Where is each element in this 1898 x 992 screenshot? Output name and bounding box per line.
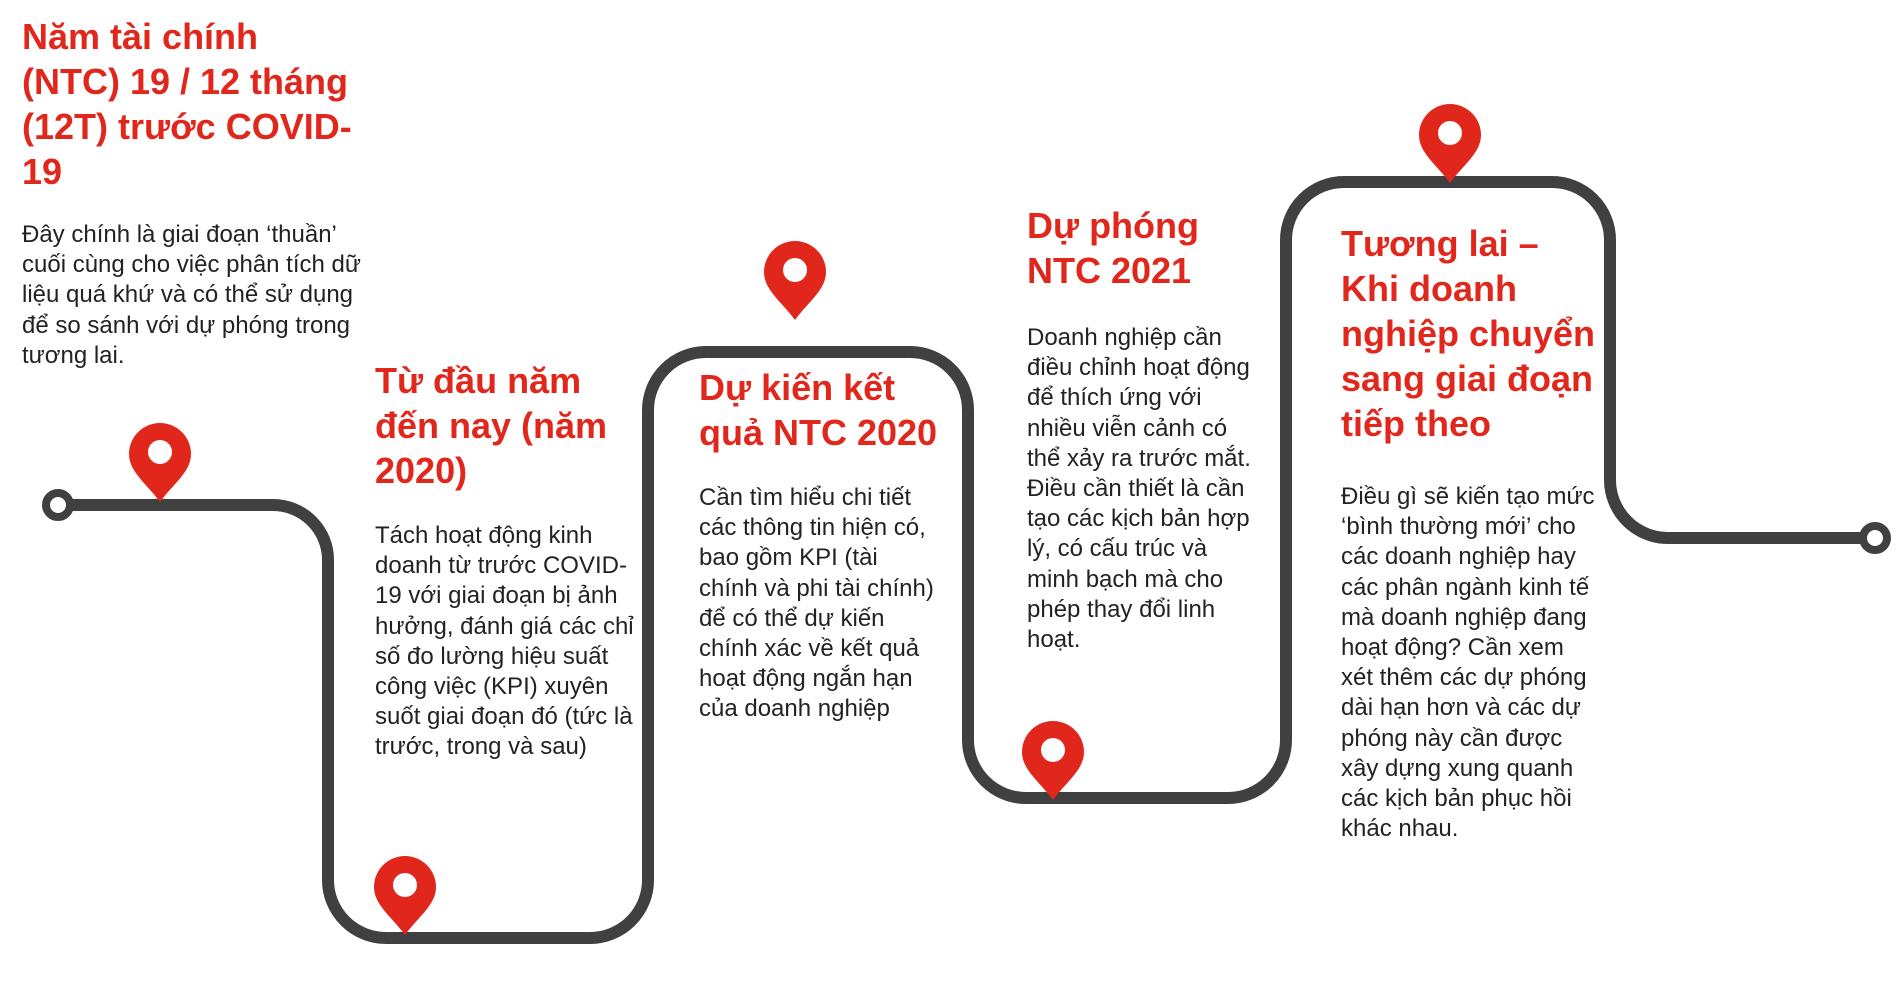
stage-1: Năm tài chính (NTC) 19 / 12 tháng (12T) … [22,14,362,371]
stage-3-title: Dự kiến kết quả NTC 2020 [699,367,938,453]
stage-4-body: Doanh nghiệp cần điều chỉnh hoạt động để… [1027,324,1251,654]
stage-5-title: Tương lai – Khi doanh nghiệp chuyển sang… [1341,223,1596,444]
map-pin-icon [1419,104,1481,183]
road-path [58,176,1873,944]
stage-1-title: Năm tài chính (NTC) 19 / 12 tháng (12T) … [22,16,352,192]
stage-4-title: Dự phóng NTC 2021 [1027,205,1200,291]
stage-5: Tương lai – Khi doanh nghiệp chuyển sang… [1341,221,1601,844]
map-pin-icon [374,856,436,935]
end-endpoint-icon [1859,522,1891,554]
stage-5-body: Điều gì sẽ kiến tạo mức ‘bình thường mới… [1341,483,1595,843]
stage-2-body: Tách hoạt động kinh doanh từ trước COVID… [375,522,634,761]
stage-3: Dự kiến kết quả NTC 2020 Cần tìm hiểu ch… [699,365,939,725]
stage-1-body: Đây chính là giai đoạn ‘thuần’ cuối cùng… [22,221,361,369]
stage-3-body: Cần tìm hiểu chi tiết các thông tin hiện… [699,484,934,723]
map-pin-icon [764,241,826,320]
stage-2-title: Từ đầu năm đến nay (năm 2020) [375,360,608,491]
stage-2: Từ đầu năm đến nay (năm 2020) Tách hoạt … [375,358,635,763]
map-pin-icon [129,423,191,502]
map-pin-icon [1022,721,1084,800]
start-endpoint-icon [42,489,74,521]
stage-4: Dự phóng NTC 2021 Doanh nghiệp cần điều … [1027,203,1257,655]
